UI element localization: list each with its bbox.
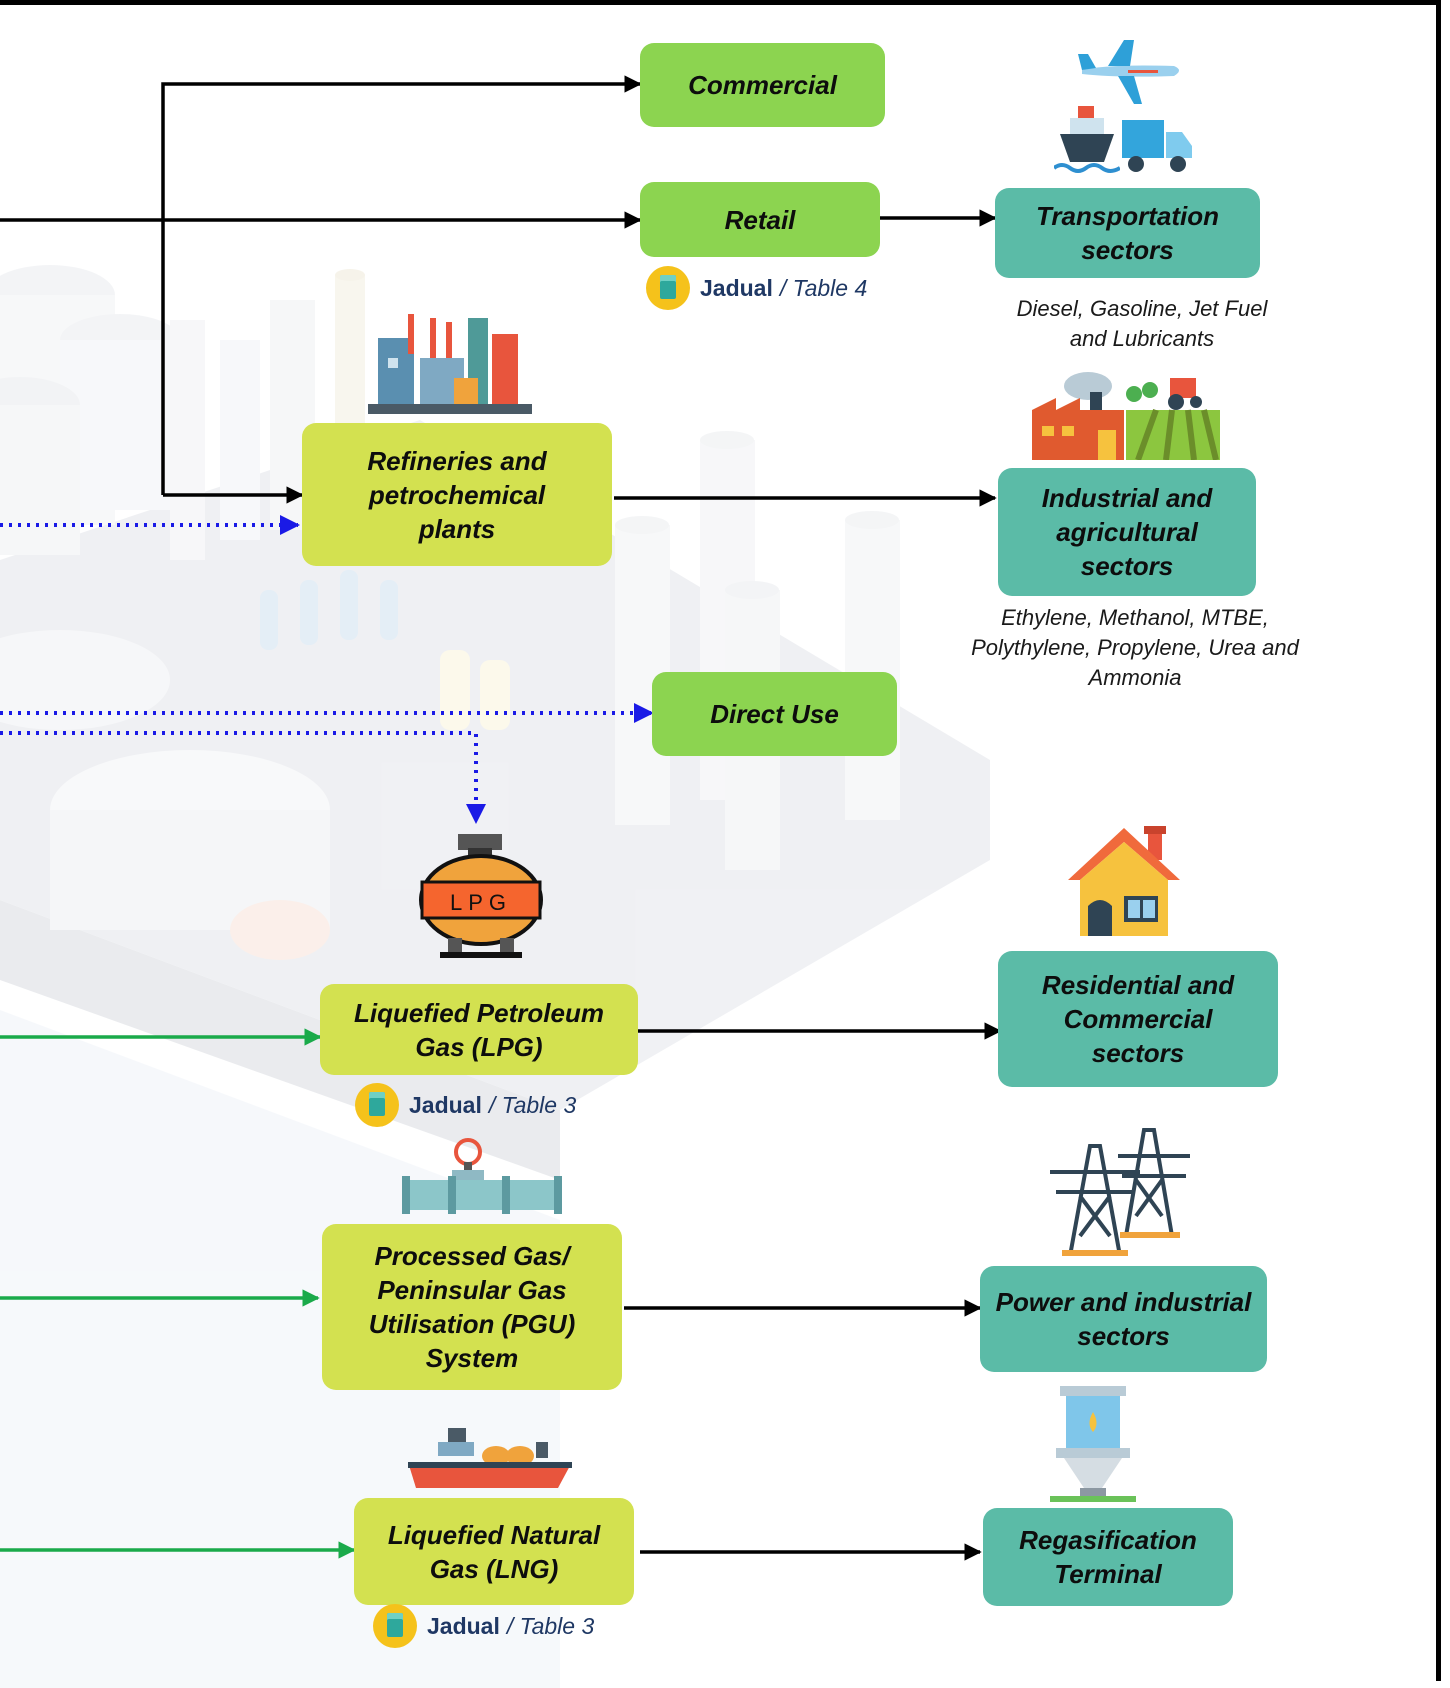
lpg-tank-label: LPG [450,890,512,915]
refineries-box: Refineries and petrochemical plants [302,423,612,566]
processed-gas-box: Processed Gas/ Peninsular Gas Utilisatio… [322,1224,622,1390]
transport-products-note: Diesel, Gasoline, Jet Fuel and Lubricant… [1016,296,1268,351]
table-label: / Table 3 [488,1091,577,1118]
retail-box: Retail [640,182,880,257]
factory-icon [1032,372,1124,460]
pipeline-valve-icon [402,1138,562,1214]
transportation-box: Transportation sectors [995,188,1260,278]
airplane-icon [1078,40,1179,104]
regas-box: Regasification Terminal [983,1508,1233,1606]
jadual-label: Jadual [427,1612,500,1639]
lng-tanker-ship-icon [408,1428,572,1488]
industrial-agri-box: Industrial and agricultural sectors [998,468,1256,596]
residential-box: Residential and Commercial sectors [998,951,1278,1087]
lpg-tank-icon: LPG [419,834,543,958]
lng-table-ref[interactable]: Jadual / Table 3 [373,1604,594,1648]
table-label: / Table 4 [779,274,868,301]
arrow-to-commercial [161,75,642,495]
house-icon [1068,826,1180,936]
table-label: / Table 3 [506,1612,595,1639]
power-tower-icon [1050,1128,1190,1256]
document-icon [373,1604,417,1648]
document-icon [646,266,690,310]
jadual-label: Jadual [700,274,773,301]
lng-box: Liquefied Natural Gas (LNG) [354,1498,634,1605]
truck-icon [1122,120,1192,172]
direct-use-box: Direct Use [652,672,897,756]
tractor-farm-icon [1126,378,1220,460]
factory-plant-icon [368,314,532,414]
lpg-table-ref[interactable]: Jadual / Table 3 [355,1083,576,1127]
regasification-silo-icon [1050,1386,1136,1502]
document-icon [355,1083,399,1127]
jadual-label: Jadual [409,1091,482,1118]
retail-table-ref[interactable]: Jadual / Table 4 [646,266,867,310]
power-box: Power and industrial sectors [980,1266,1267,1372]
lpg-box: Liquefied Petroleum Gas (LPG) [320,984,638,1075]
commercial-box: Commercial [640,43,885,127]
industrial-products-note: Ethylene, Methanol, MTBE, Polythylene, P… [971,605,1299,690]
cargo-ship-icon [1054,106,1120,173]
